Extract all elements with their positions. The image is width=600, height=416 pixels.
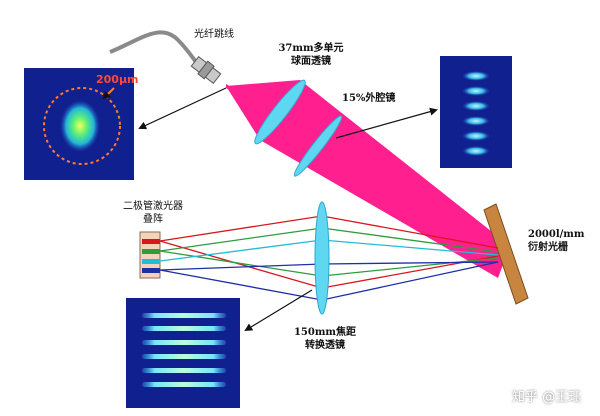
- spot-size-label: 200μm: [96, 73, 139, 86]
- fiber-label: 光纤跳线: [194, 29, 234, 40]
- watermark: 知乎 @王珏: [512, 390, 582, 405]
- spot-size-arrow: [102, 87, 115, 100]
- diode-stack-label-line1: 二极管激光器: [123, 201, 183, 212]
- stripe-lines: [142, 313, 226, 387]
- output-coupler-label: 15%外腔镜: [342, 93, 396, 104]
- grating-label-line1: 2000l/mm: [528, 229, 585, 240]
- diode-stack-label-line2: 叠阵: [143, 214, 163, 225]
- diode-bar-blue: [142, 268, 160, 273]
- output-coupler-mirror: [293, 115, 343, 177]
- diode-bar-green: [142, 249, 160, 254]
- transform-lens: [314, 201, 330, 315]
- callout-arrows: [138, 87, 438, 332]
- diffraction-grating: [483, 203, 529, 305]
- beam-spot: [60, 100, 100, 152]
- diode-bar-red: [142, 239, 160, 244]
- diode-stack-label: 二极管激光器 叠阵: [110, 200, 196, 226]
- diffraction-spots: [462, 71, 490, 156]
- grating-label: 2000l/mm 衍射光栅: [528, 228, 584, 254]
- transform-lens-label-line2: 转换透镜: [305, 340, 345, 351]
- fiber-connector: [190, 55, 222, 85]
- spherical-lens-label-line2: 球面透镜: [291, 56, 331, 67]
- spherical-lens: [254, 79, 306, 145]
- spherical-lens-label-line1: 37mm多单元: [278, 43, 344, 54]
- spot-size-ring: [43, 87, 121, 165]
- transform-lens-label-line1: 150mm焦距: [293, 327, 357, 338]
- laser-beam-wide: [226, 80, 510, 278]
- grating-label-line2: 衍射光栅: [528, 242, 568, 253]
- fiber-cable: [109, 30, 198, 64]
- transform-lens-label: 150mm焦距 转换透镜: [282, 326, 368, 352]
- spherical-lens-label: 37mm多单元 球面透镜: [268, 42, 354, 68]
- diode-bar-cyan: [142, 259, 160, 264]
